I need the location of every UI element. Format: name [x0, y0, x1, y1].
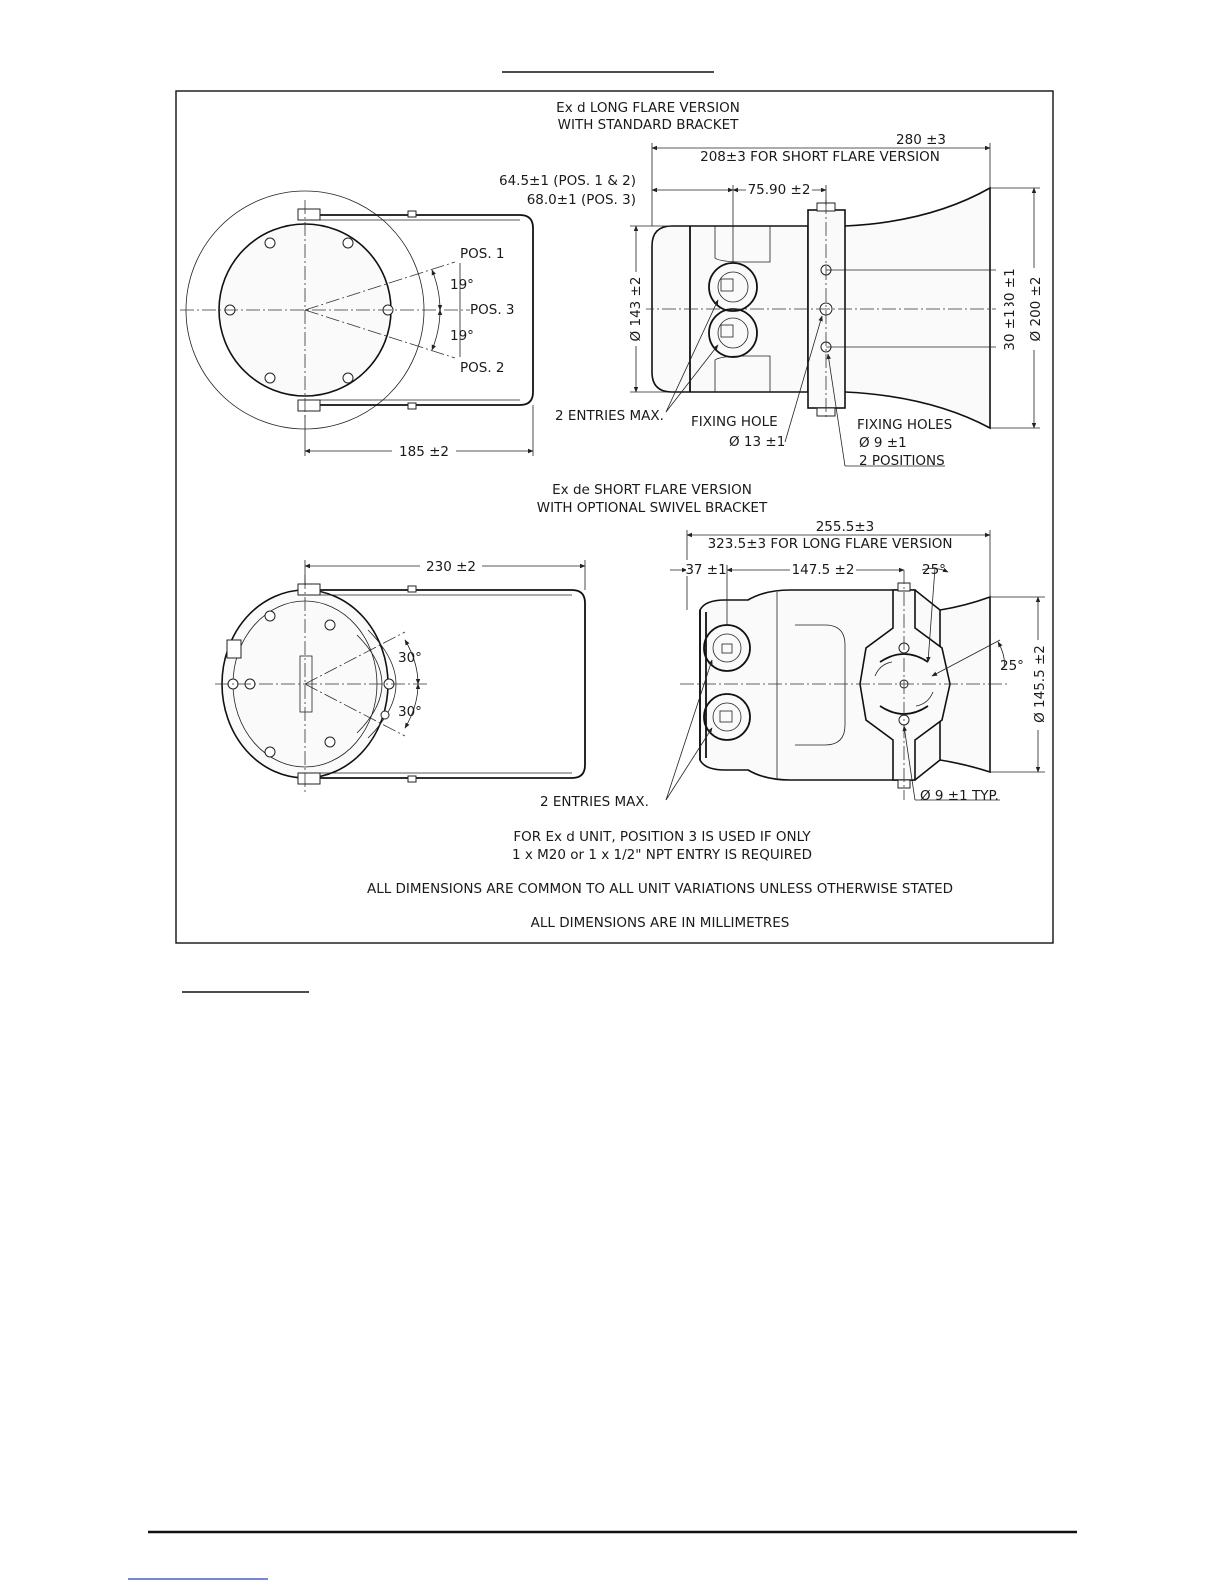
pos2-label: POS. 2	[460, 360, 505, 376]
dim-30-bottom-bg	[996, 306, 1020, 354]
dim-280: 280 ±3	[896, 132, 946, 148]
note-1: FOR Ex d UNIT, POSITION 3 IS USED IF ONL…	[513, 829, 811, 845]
long-flare-side-view	[630, 143, 1040, 467]
dim-30-top: 30 ±1	[1002, 268, 1018, 309]
fixing-hole-dia: Ø 13 ±1	[729, 434, 785, 450]
dim-323-5-long: 323.5±3 FOR LONG FLARE VERSION	[708, 536, 953, 552]
fixing-holes-positions: 2 POSITIONS	[859, 453, 945, 469]
dim-230-bg	[420, 556, 482, 574]
dim-145-bg	[1028, 640, 1050, 730]
dim-75-bg	[746, 180, 812, 196]
hole-typ-label: Ø 9 ±1 TYP.	[920, 788, 999, 804]
dim-68-0: 68.0±1 (POS. 3)	[527, 192, 636, 208]
long-flare-front-view	[180, 190, 534, 456]
dim-208-short: 208±3 FOR SHORT FLARE VERSION	[700, 149, 940, 165]
note-2: 1 x M20 or 1 x 1/2" NPT ENTRY IS REQUIRE…	[512, 847, 812, 863]
dim-200: Ø 200 ±2	[1028, 277, 1044, 342]
short-flare-front-view	[215, 560, 586, 795]
angle-30-bottom: 30°	[398, 704, 422, 720]
short-flare-title-2: WITH OPTIONAL SWIVEL BRACKET	[537, 500, 768, 516]
dim-185: 185 ±2	[399, 444, 449, 460]
long-flare-title-1: Ex d LONG FLARE VERSION	[556, 100, 740, 116]
dim-75-90: 75.90 ±2	[748, 182, 811, 198]
drawing-frame	[175, 90, 1054, 944]
dim-147-5: 147.5 ±2	[792, 562, 855, 578]
dim-255-5: 255.5±3	[816, 519, 875, 535]
fixing-holes-label: FIXING HOLES	[857, 417, 952, 433]
fixing-holes-dia: Ø 9 ±1	[859, 435, 907, 451]
entries-label-2: 2 ENTRIES MAX.	[540, 794, 649, 810]
angle-30-top: 30°	[398, 650, 422, 666]
dim-200-bg	[1024, 268, 1046, 350]
dim-145-5: Ø 145.5 ±2	[1032, 645, 1048, 723]
pos1-label: POS. 1	[460, 246, 505, 262]
dim-37-bg	[686, 560, 726, 576]
dim-230: 230 ±2	[426, 559, 476, 575]
dim-30-bottom: 30 ±1	[1002, 309, 1018, 350]
dim-64-5: 64.5±1 (POS. 1 & 2)	[499, 173, 636, 189]
angle-25-right: 25°	[1000, 658, 1024, 674]
bracket-width-bg	[392, 441, 456, 459]
entries-label-1: 2 ENTRIES MAX.	[555, 408, 664, 424]
dim-37: 37 ±1	[685, 562, 726, 578]
long-flare-title-2: WITH STANDARD BRACKET	[558, 117, 739, 133]
angle-19-bottom: 19°	[450, 328, 474, 344]
dim-143-bg	[624, 272, 646, 346]
fixing-hole-label: FIXING HOLE	[691, 414, 778, 430]
dim-147-bg	[790, 560, 856, 576]
dim-143: Ø 143 ±2	[628, 277, 644, 342]
short-flare-side-view	[665, 530, 1045, 801]
pos3-label: POS. 3	[470, 302, 515, 318]
angle-25-top: 25°	[922, 562, 946, 578]
dim-30-top-bg	[996, 264, 1020, 312]
angle-19-top: 19°	[450, 277, 474, 293]
short-flare-title-1: Ex de SHORT FLARE VERSION	[552, 482, 752, 498]
note-3: ALL DIMENSIONS ARE COMMON TO ALL UNIT VA…	[367, 881, 953, 897]
note-4: ALL DIMENSIONS ARE IN MILLIMETRES	[531, 915, 790, 931]
